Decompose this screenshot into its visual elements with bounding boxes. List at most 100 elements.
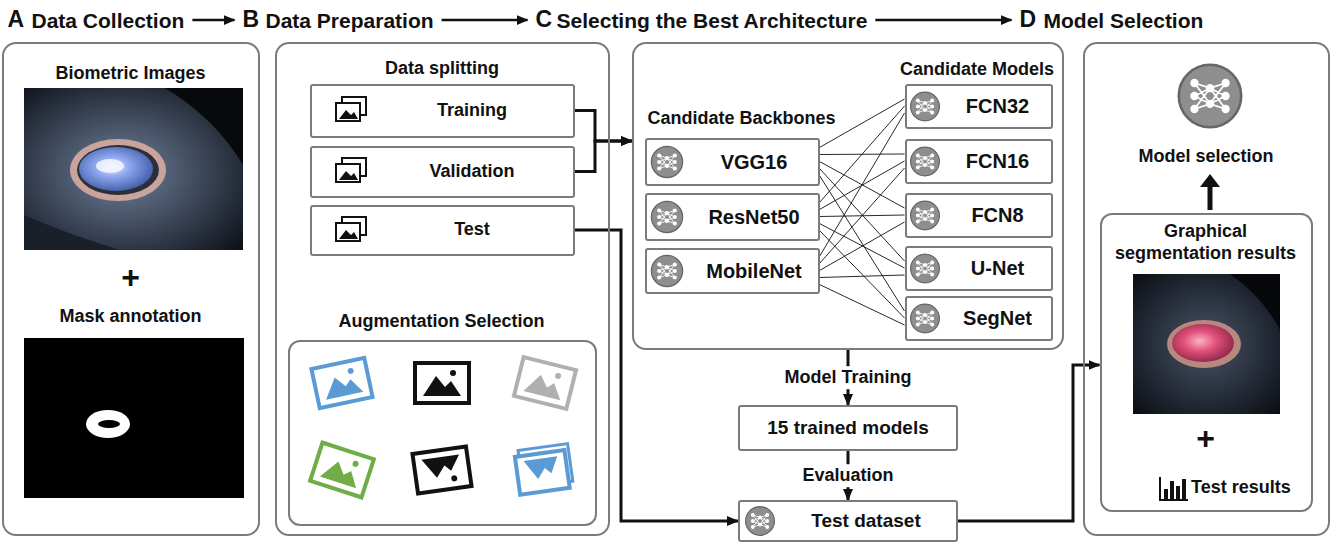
node-label: FCN32	[966, 94, 1029, 118]
network-icon	[651, 146, 682, 177]
up-arrow	[1200, 174, 1220, 187]
section-heading: Candidate Models	[895, 59, 1060, 81]
flow-arrow	[575, 141, 633, 172]
model-box: U-Net	[905, 246, 1053, 291]
panel-letter: D	[1020, 6, 1037, 34]
model-box: FCN16	[905, 139, 1053, 184]
up-arrow	[1208, 184, 1213, 210]
flow-arrow	[575, 111, 633, 142]
section-heading: Data splitting	[275, 58, 610, 80]
flow-arrow	[442, 19, 528, 22]
eye-photo	[24, 88, 243, 250]
augmented-image-icon	[320, 457, 362, 488]
flow-arrow	[958, 365, 1100, 521]
augmented-image-icon	[524, 456, 560, 481]
section-heading: Test results	[1191, 477, 1291, 499]
panel-title: Model Selection	[1044, 8, 1204, 33]
section-heading: Graphical segmentation results	[1107, 221, 1304, 264]
panel-title: Data Collection	[32, 8, 185, 33]
link-line	[820, 168, 905, 264]
augmented-image-icon	[310, 443, 374, 498]
eye-photo	[24, 215, 120, 250]
data-split-box: Training	[310, 84, 575, 138]
eye-photo	[70, 139, 166, 201]
node-label: 15 trained models	[767, 417, 929, 440]
panel-title: Data Preparation	[266, 8, 434, 33]
node-label: FCN8	[971, 203, 1023, 227]
node-label: SegNet	[963, 306, 1032, 330]
section-heading: Model selection	[1083, 146, 1330, 168]
augmented-image-icon	[322, 372, 363, 399]
edge-label: Evaluation	[796, 464, 899, 488]
segmentation-photo	[1172, 324, 1234, 362]
results-box: Graphical segmentation results + Test resu…	[1100, 213, 1313, 512]
augmented-image-icon	[412, 446, 471, 493]
link-line	[820, 285, 905, 326]
augmented-image-icon	[514, 357, 576, 409]
section-heading: Mask annotation	[2, 306, 260, 328]
flow-arrow	[875, 19, 1011, 22]
backbone-box: ResNet50	[645, 193, 820, 241]
data-split-box: Test	[310, 205, 575, 256]
panel-title: Selecting the Best Architecture	[557, 8, 868, 33]
network-icon	[651, 255, 682, 286]
bar-chart-icon	[1160, 477, 1188, 500]
process-box: Test dataset	[738, 500, 958, 542]
panel-letter: C	[536, 6, 553, 34]
node-label: MobileNet	[706, 259, 802, 283]
augmented-image-icon	[415, 363, 469, 403]
bar-chart-icon	[1164, 489, 1168, 500]
augmented-image-icon	[347, 367, 354, 374]
network-icon	[1179, 65, 1241, 127]
mask-image	[86, 410, 130, 438]
network-icon	[911, 147, 940, 176]
node-label: FCN16	[966, 149, 1029, 173]
augmented-image-icon	[412, 446, 471, 493]
panel-letter: A	[8, 6, 25, 34]
node-label: VGG16	[721, 150, 788, 174]
process-box: 15 trained models	[738, 405, 958, 451]
up-arrow	[1200, 174, 1220, 210]
mask-image	[24, 338, 244, 498]
model-box: FCN32	[905, 84, 1053, 129]
mask-image	[24, 338, 244, 498]
augmented-image-icon	[515, 450, 570, 495]
bar-chart-icon	[1182, 479, 1186, 500]
segmentation-photo	[1167, 320, 1241, 368]
augmented-image-icon	[423, 376, 461, 396]
section-heading: Augmentation Selection	[287, 311, 596, 333]
bar-chart-icon	[1160, 477, 1188, 500]
augmented-image-icon	[450, 370, 456, 376]
network-icon	[746, 507, 775, 536]
plus-sign: +	[1099, 419, 1312, 457]
eye-photo	[79, 147, 153, 191]
segmentation-photo	[1230, 274, 1280, 330]
section-heading: Candidate Backbones	[648, 108, 836, 130]
augmentation-box: Augmentation Selection	[288, 340, 597, 526]
link-line	[820, 222, 905, 271]
flow-arrow	[192, 19, 234, 22]
augmented-image-icon	[523, 372, 565, 401]
backbone-box: MobileNet	[645, 248, 820, 294]
network-icon	[911, 254, 940, 283]
link-line	[820, 113, 905, 257]
node-label: ResNet50	[708, 205, 799, 229]
augmented-image-icon	[352, 460, 360, 468]
model-box: SegNet	[905, 296, 1053, 341]
segmentation-photo	[1133, 274, 1280, 414]
network-icon	[911, 201, 940, 230]
image-stack-icon	[336, 97, 366, 121]
augmented-image-icon	[311, 358, 372, 408]
plus-sign: +	[2, 258, 260, 296]
augmented-image-icon	[514, 444, 574, 495]
eye-photo	[165, 88, 243, 165]
eye-photo	[77, 145, 159, 195]
network-icon	[911, 92, 940, 121]
stage-panel: AData CollectionBiometric Images+Mask an…	[2, 42, 260, 536]
section-heading: Biometric Images	[2, 63, 260, 85]
augmented-image-icon	[311, 358, 372, 408]
model-box: FCN8	[905, 193, 1053, 238]
bar-chart-icon	[1176, 486, 1180, 500]
node-label: Test	[454, 219, 490, 241]
